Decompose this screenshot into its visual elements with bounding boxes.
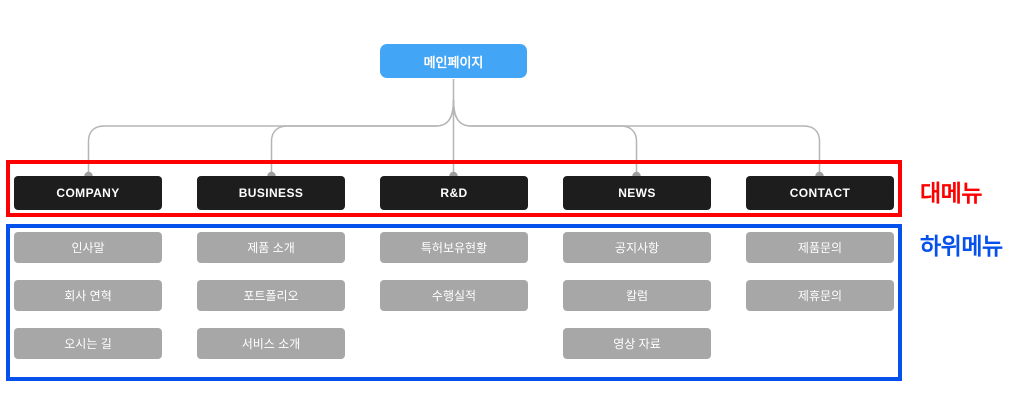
sub-menu-frame [6, 224, 902, 381]
submenu-node: 인사말 [14, 232, 162, 263]
submenu-node: 공지사항 [563, 232, 711, 263]
menu-node-business: BUSINESS [197, 176, 345, 210]
root-node-mainpage: 메인페이지 [380, 44, 527, 78]
sub-menu-annotation: 하위메뉴 [920, 233, 1003, 259]
submenu-node: 서비스 소개 [197, 328, 345, 359]
submenu-node: 제휴문의 [746, 280, 894, 311]
submenu-node: 포트폴리오 [197, 280, 345, 311]
main-menu-annotation: 대메뉴 [920, 180, 982, 206]
submenu-node: 수행실적 [380, 280, 528, 311]
menu-node-company: COMPANY [14, 176, 162, 210]
submenu-node: 칼럼 [563, 280, 711, 311]
submenu-node: 제품 소개 [197, 232, 345, 263]
submenu-node: 특허보유현황 [380, 232, 528, 263]
menu-node-news: NEWS [563, 176, 711, 210]
submenu-node: 회사 연혁 [14, 280, 162, 311]
main-menu-frame [6, 160, 902, 217]
submenu-node: 영상 자료 [563, 328, 711, 359]
menu-node-contact: CONTACT [746, 176, 894, 210]
menu-node-rnd: R&D [380, 176, 528, 210]
submenu-node: 제품문의 [746, 232, 894, 263]
submenu-node: 오시는 길 [14, 328, 162, 359]
